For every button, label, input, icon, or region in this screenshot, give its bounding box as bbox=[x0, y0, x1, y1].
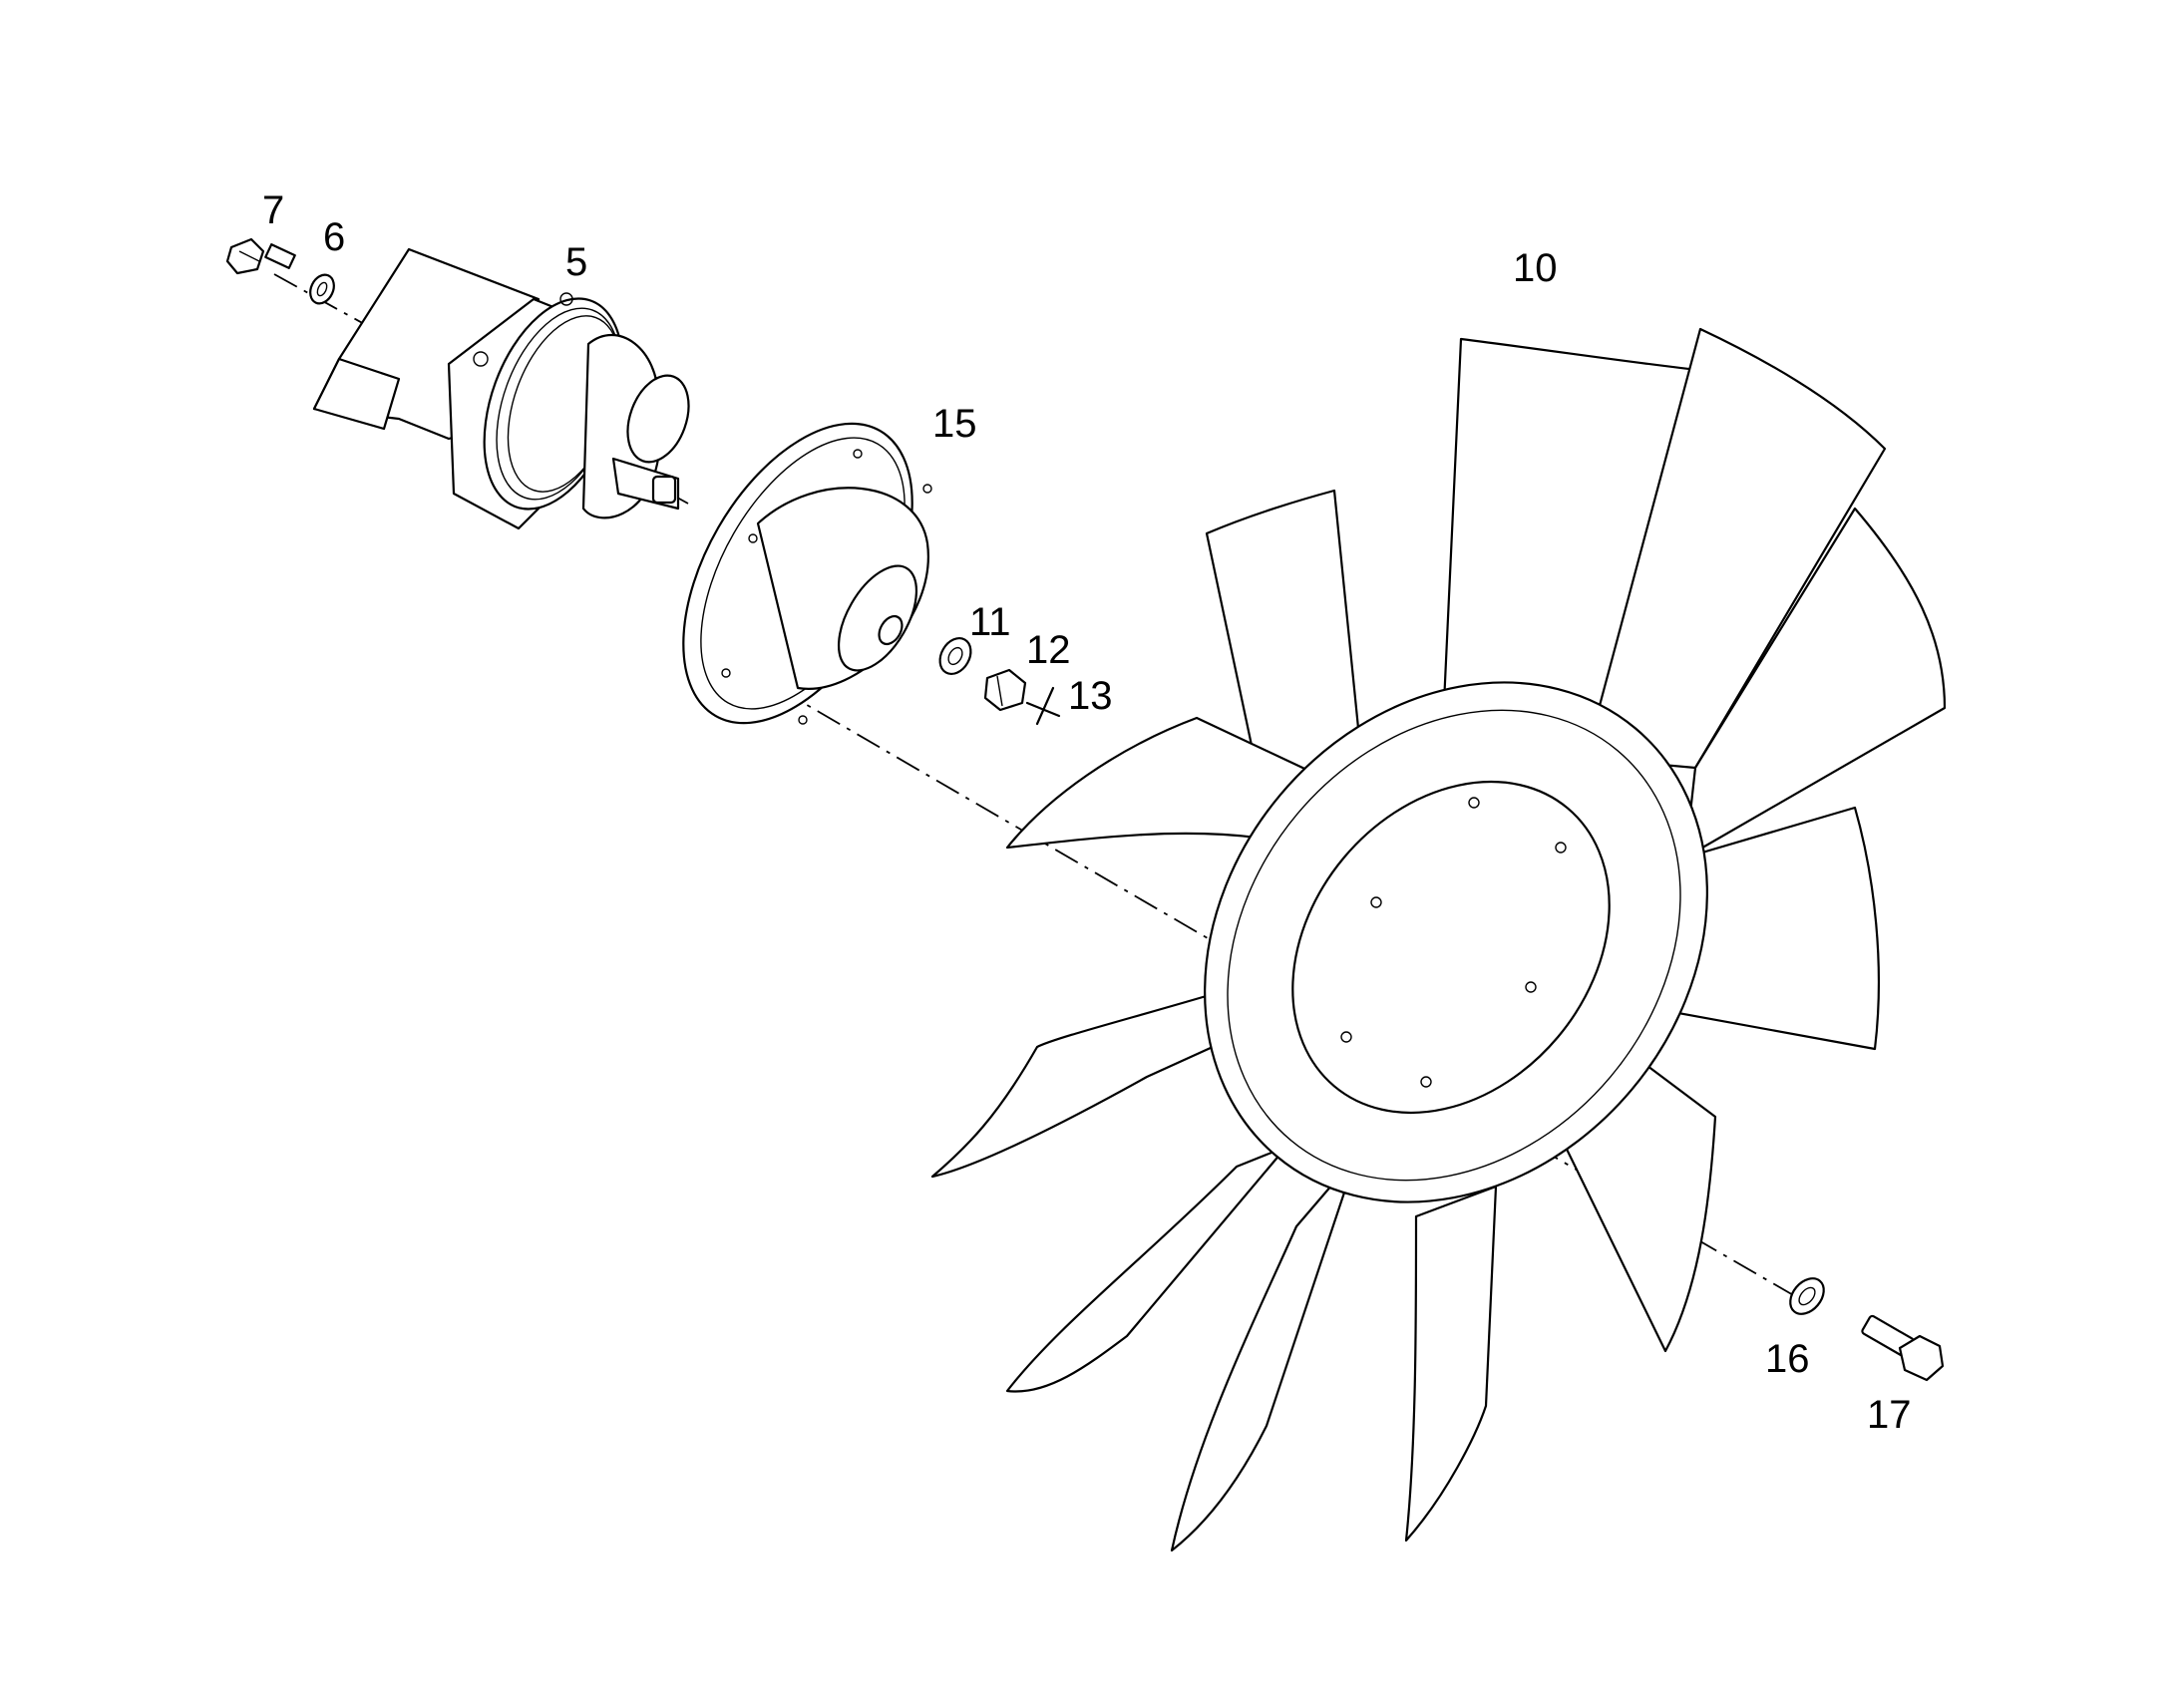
callout-16: 16 bbox=[1765, 1337, 1810, 1381]
part-7-bolt bbox=[225, 237, 296, 275]
part-11-washer bbox=[938, 637, 972, 675]
callout-13: 13 bbox=[1068, 674, 1113, 718]
part-12-castle-nut bbox=[983, 668, 1027, 712]
callout-5: 5 bbox=[565, 240, 587, 284]
callout-labels: 7 6 5 10 15 11 12 13 16 17 bbox=[262, 188, 1912, 1437]
callout-12: 12 bbox=[1026, 628, 1071, 672]
callout-17: 17 bbox=[1867, 1393, 1912, 1437]
fan-blades bbox=[930, 327, 1947, 1552]
part-6-washer bbox=[309, 273, 335, 305]
part-16-washer bbox=[1789, 1277, 1825, 1315]
callout-7: 7 bbox=[262, 188, 284, 232]
callout-15: 15 bbox=[932, 402, 977, 446]
callout-6: 6 bbox=[323, 215, 345, 259]
part-13-cotter-pin bbox=[1025, 686, 1061, 726]
part-15-adapter-hub bbox=[682, 422, 932, 725]
fan-hub bbox=[1204, 681, 1708, 1203]
callout-11: 11 bbox=[969, 600, 1011, 644]
callout-10: 10 bbox=[1513, 246, 1558, 290]
part-17-bolt bbox=[1861, 1314, 1945, 1382]
part-10-fan bbox=[930, 327, 1947, 1552]
part-5-hydraulic-motor bbox=[312, 247, 690, 530]
